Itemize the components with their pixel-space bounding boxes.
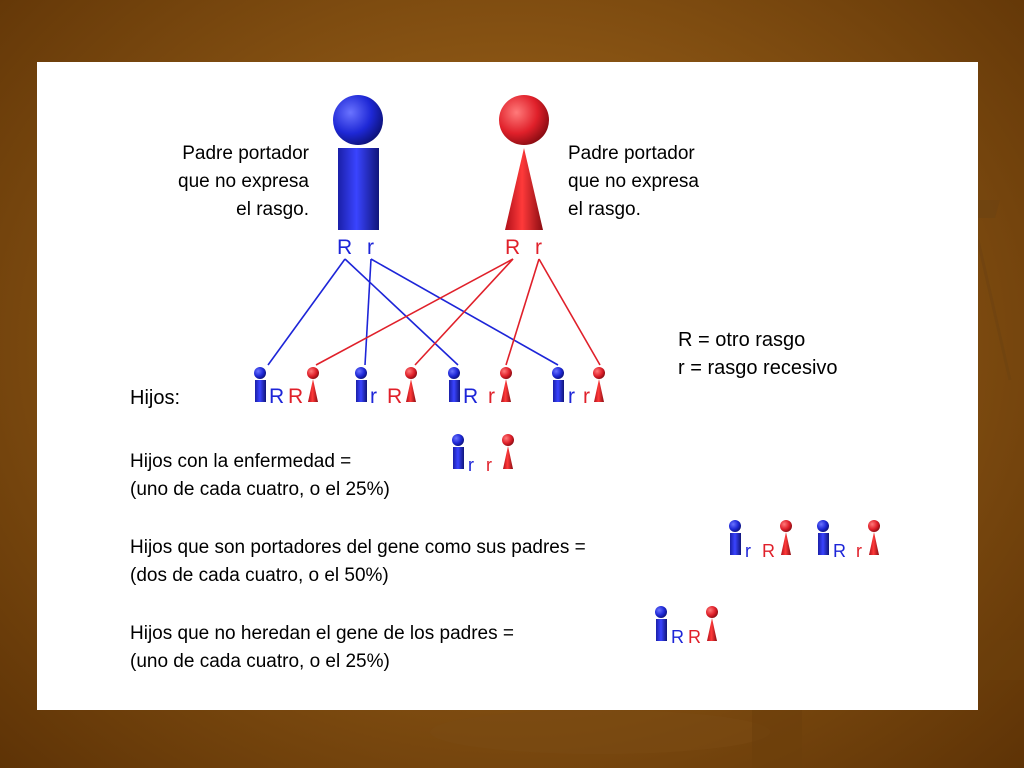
legend-dominant: R = otro rasgo	[678, 329, 806, 351]
affected-heading: Hijos con la enfermedad =	[130, 451, 352, 472]
affected-ratio: (uno de cada cuatro, o el 25%)	[130, 479, 390, 500]
legend: R = otro rasgo r = rasgo recesivo	[678, 326, 838, 382]
mother-label-line-3: el rasgo.	[568, 199, 641, 220]
noncarrier-blue-allele: R	[671, 627, 684, 647]
child-figure-2	[355, 367, 417, 402]
affected-blue-allele: r	[468, 455, 474, 475]
child-figure-1	[254, 367, 319, 402]
child-4-blue-allele: r	[568, 385, 575, 408]
father-allele-recessive: r	[367, 236, 374, 259]
mother-label-line-2: que no expresa	[568, 171, 699, 192]
mother-label: Padre portador que no expresa el rasgo.	[568, 140, 699, 224]
legend-recessive: r = rasgo recesivo	[678, 357, 838, 379]
noncarrier-heading: Hijos que no heredan el gene de los padr…	[130, 623, 514, 644]
mother-allele-dominant: R	[505, 236, 521, 259]
noncarrier-section: Hijos que no heredan el gene de los padr…	[130, 620, 514, 676]
inheritance-lines	[254, 95, 880, 641]
father-figure	[333, 95, 383, 230]
mother-label-line-1: Padre portador	[568, 143, 695, 164]
child-2-blue-allele: r	[370, 385, 377, 408]
noncarrier-ratio: (uno de cada cuatro, o el 25%)	[130, 651, 390, 672]
father-allele-dominant: R	[337, 236, 353, 259]
child-figure-3	[448, 367, 512, 402]
father-label-line-2: que no expresa	[178, 171, 309, 192]
child-2-red-allele: R	[387, 385, 403, 408]
mother-figure	[499, 95, 549, 230]
father-label-line-3: el rasgo.	[236, 199, 309, 220]
carrier-section: Hijos que son portadores del gene como s…	[130, 534, 586, 590]
diagram-panel: Padre portador que no expresa el rasgo. …	[37, 62, 978, 710]
carrier-1-blue-allele: r	[745, 541, 751, 561]
child-1-red-allele: R	[288, 385, 304, 408]
affected-child-figure	[452, 434, 514, 469]
carrier-ratio: (dos de cada cuatro, o el 50%)	[130, 565, 389, 586]
child-figure-4	[552, 367, 605, 402]
child-4-red-allele: r	[583, 385, 590, 408]
child-1-blue-allele: R	[269, 385, 285, 408]
child-3-red-allele: r	[488, 385, 495, 408]
carrier-2-red-allele: r	[856, 541, 862, 561]
child-3-blue-allele: R	[463, 385, 479, 408]
children-label: Hijos:	[130, 387, 181, 409]
carrier-child-figure-2	[817, 520, 880, 555]
noncarrier-child-figure	[655, 606, 718, 641]
carrier-child-figure-1	[729, 520, 792, 555]
affected-section: Hijos con la enfermedad = (uno de cada c…	[130, 448, 390, 504]
father-label: Padre portador que no expresa el rasgo.	[117, 140, 309, 224]
noncarrier-red-allele: R	[688, 627, 701, 647]
carrier-1-red-allele: R	[762, 541, 775, 561]
father-label-line-1: Padre portador	[182, 143, 309, 164]
carrier-heading: Hijos que son portadores del gene como s…	[130, 537, 586, 558]
carrier-2-blue-allele: R	[833, 541, 846, 561]
affected-red-allele: r	[486, 455, 492, 475]
mother-allele-recessive: r	[535, 236, 542, 259]
